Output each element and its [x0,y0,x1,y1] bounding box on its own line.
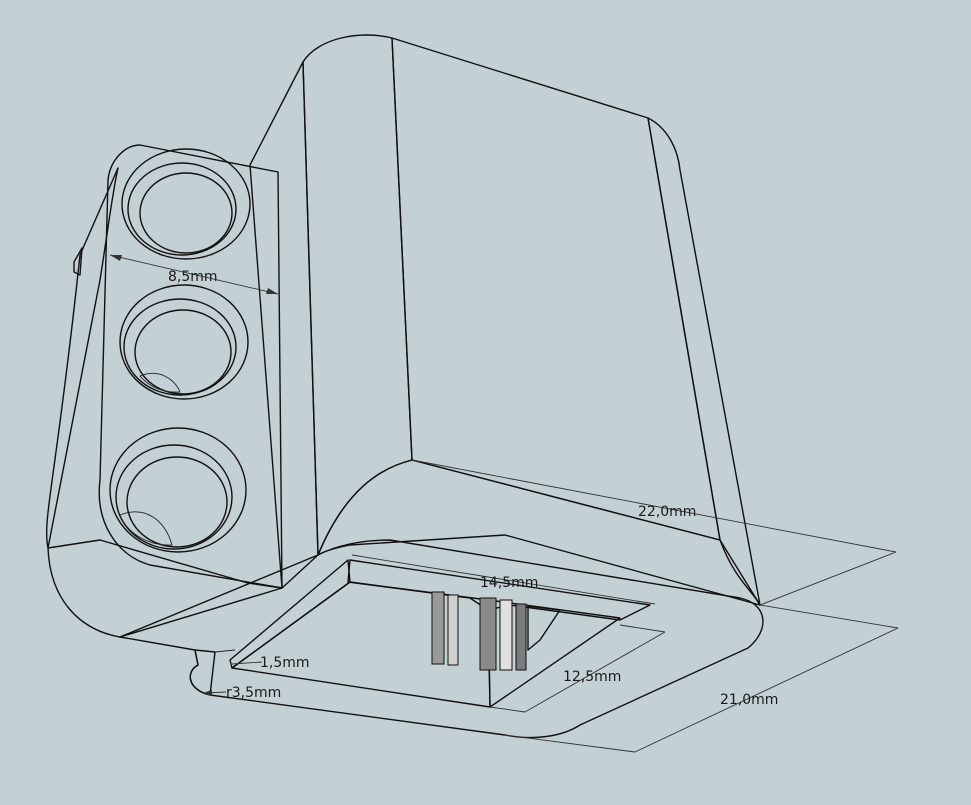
dimension-label-22-0: 22,0mm [638,504,696,520]
pin-hole-middle [119,284,249,400]
dimension-line-12-5 [524,631,666,713]
dimension-line-14-5 [351,554,656,605]
dimension-label-21-0: 21,0mm [720,692,778,708]
pin-bracket [45,144,283,638]
dimension-annotations: 8,5mm 22,0mm 14,5mm 12,5mm 1,5mm r3,5mm … [109,254,899,753]
pin-hole-bottom [109,427,247,553]
dimension-label-12-5: 12,5mm [563,669,621,685]
pin-hole-top [121,148,251,260]
dimension-label-8-5: 8,5mm [168,269,218,285]
dimension-line-21-0 [634,627,899,753]
dimension-line-8-5 [109,254,279,295]
dimension-label-radius: r3,5mm [226,685,281,701]
dimension-label-14-5: 14,5mm [480,575,538,591]
square-opening [229,559,651,708]
dimension-line-22-0 [411,459,897,553]
dimension-label-1-5: 1,5mm [260,655,310,671]
